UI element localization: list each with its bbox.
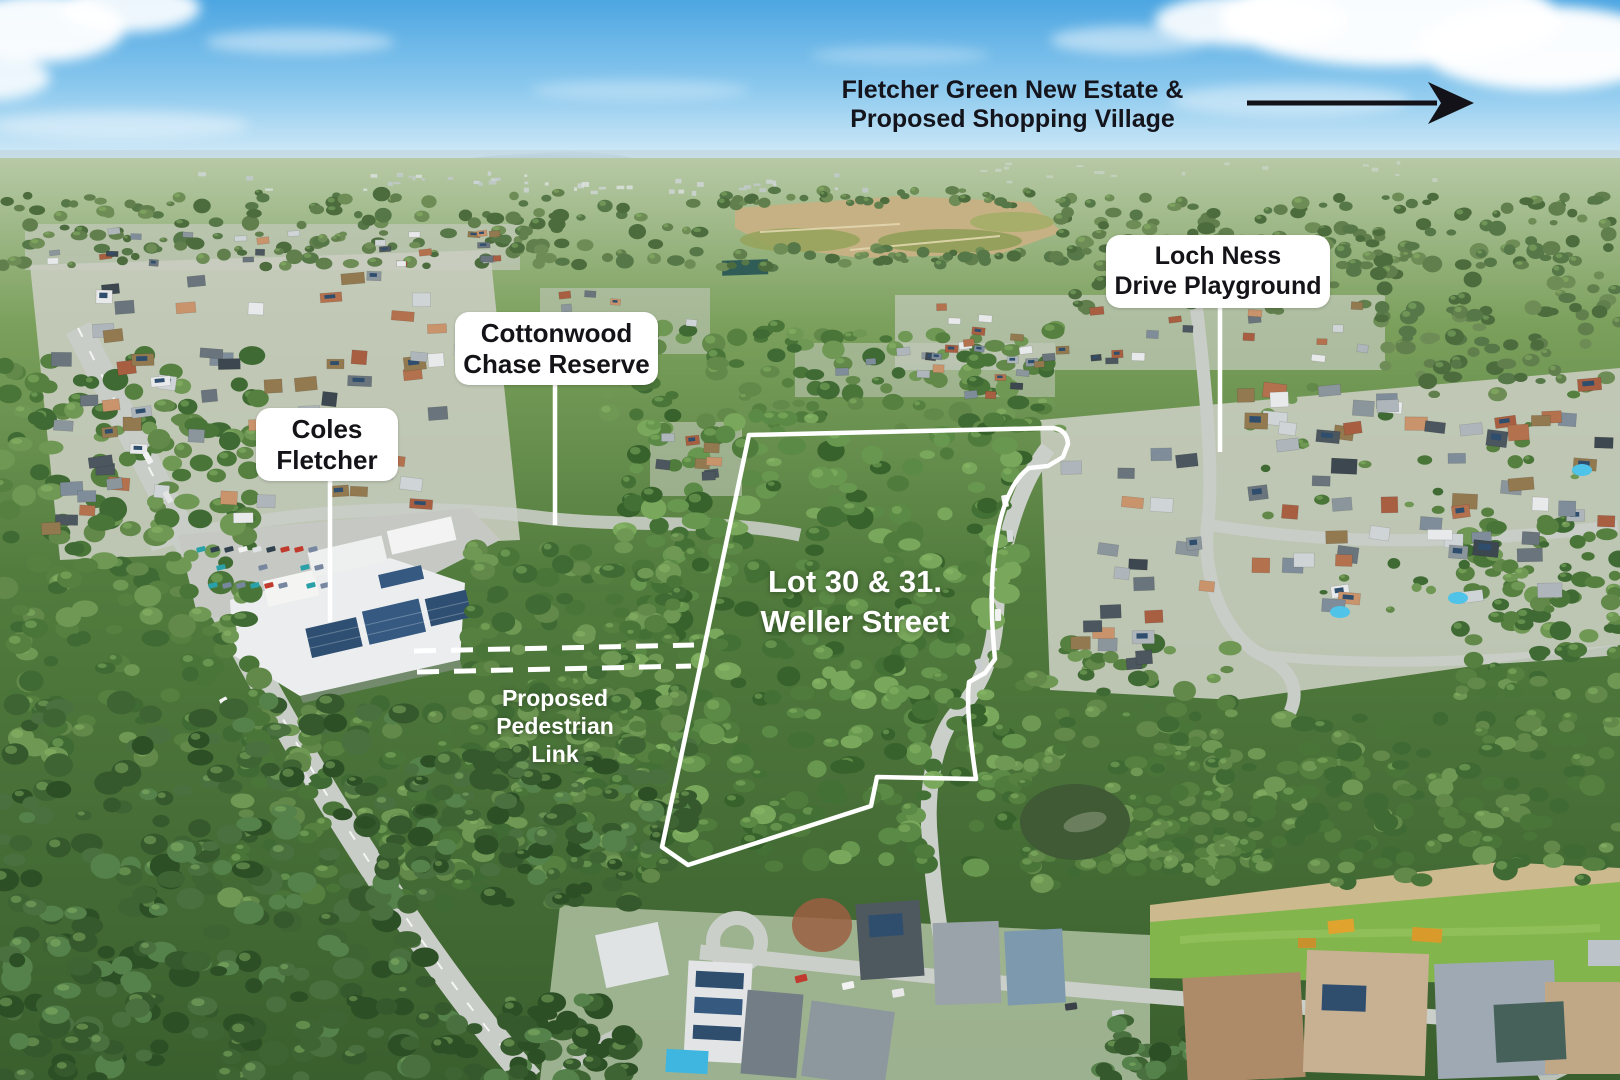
label-text: Drive Playground [1114, 271, 1322, 300]
swimming-pool [665, 1048, 709, 1075]
foreground-houses [595, 899, 1620, 1080]
label-text: Chase Reserve [463, 348, 650, 379]
solar-panels [305, 565, 472, 659]
ped-text-line3: Link [531, 741, 579, 768]
excavator [1411, 926, 1443, 944]
label-coles-fletcher: Coles Fletcher [256, 408, 398, 481]
canopies [262, 516, 457, 607]
bulldozer [1298, 938, 1316, 948]
direction-note-line2: Proposed Shopping Village [850, 105, 1175, 133]
proposed-pedestrian-link-text: Proposed Pedestrian Link [460, 684, 650, 768]
ped-text-line2: Pedestrian [496, 713, 614, 740]
label-text: Cottonwood [480, 317, 633, 348]
direction-note-line1: Fletcher Green New Estate & [841, 76, 1184, 104]
excavator [1327, 918, 1355, 935]
clouds [0, 0, 1620, 139]
label-text: Coles [291, 413, 363, 444]
construction-field [1150, 862, 1620, 985]
label-loch-ness-drive-playground: Loch Ness Drive Playground [1106, 235, 1330, 308]
label-text: Fletcher [276, 444, 378, 475]
distant-city [198, 161, 1438, 196]
creek [1020, 784, 1130, 860]
lot-text-line1: Lot 30 & 31. [768, 564, 942, 599]
direction-note: Fletcher Green New Estate & Proposed Sho… [790, 76, 1235, 134]
lot-30-31-weller-street-text: Lot 30 & 31. Weller Street [705, 562, 1005, 643]
solar-roof [692, 970, 745, 1042]
lot-text-line2: Weller Street [760, 604, 950, 640]
label-text: Loch Ness [1154, 242, 1282, 270]
dirt-patch [792, 898, 852, 952]
label-cottonwood-chase-reserve: Cottonwood Chase Reserve [455, 312, 658, 385]
ped-text-line1: Proposed [501, 685, 609, 711]
suburb-houses [40, 227, 1616, 671]
